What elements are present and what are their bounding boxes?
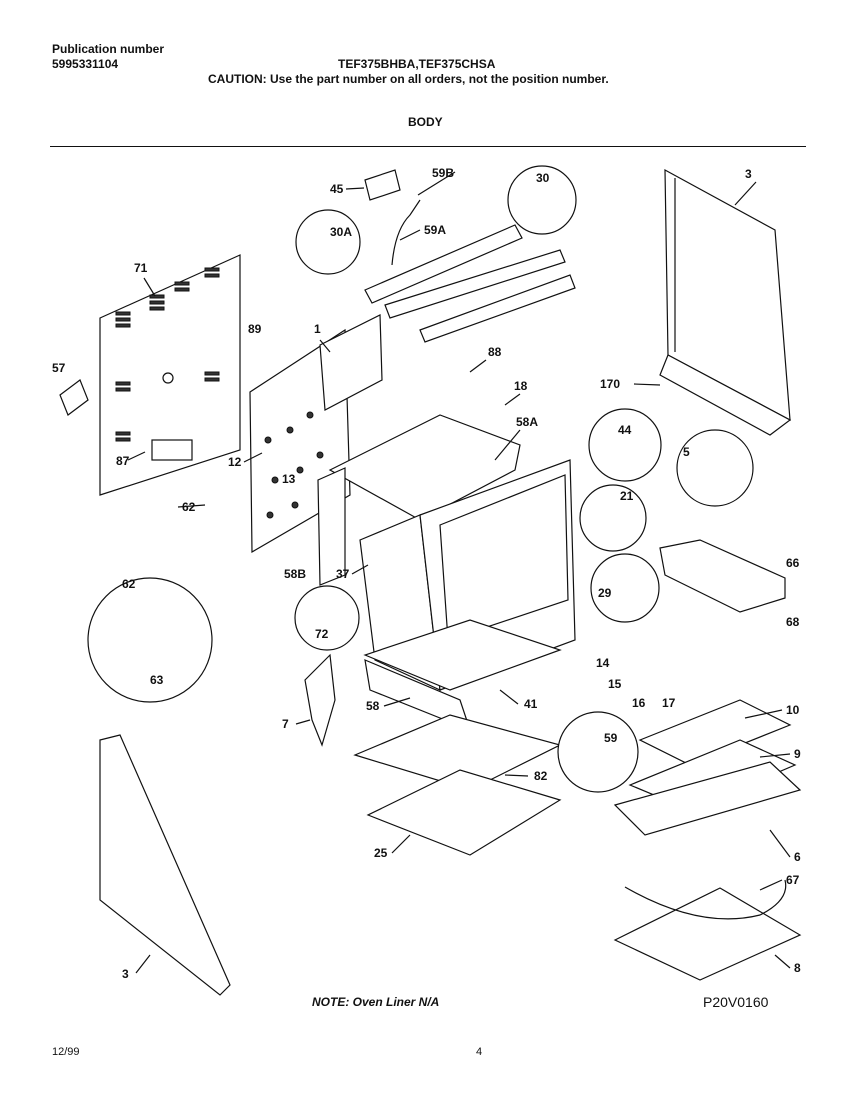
leader-lines bbox=[127, 171, 791, 974]
callout-170: 170 bbox=[600, 377, 620, 391]
publication-number: 5995331104 bbox=[52, 57, 119, 71]
caution-note: CAUTION: Use the part number on all orde… bbox=[208, 72, 609, 86]
callout-58a: 58A bbox=[516, 415, 538, 429]
oven-rack-drawing bbox=[613, 761, 802, 836]
rear-panel-drawing bbox=[99, 254, 241, 496]
model-numbers: TEF375BHBA,TEF375CHSA bbox=[338, 57, 496, 71]
control-panel-drawing bbox=[249, 314, 383, 554]
callout-1: 1 bbox=[314, 322, 321, 336]
page-number: 4 bbox=[476, 1046, 483, 1058]
side-panel-right-drawing bbox=[659, 168, 792, 436]
callout-67: 67 bbox=[786, 873, 800, 887]
detail-30-circle bbox=[507, 165, 577, 235]
detail-59-circle bbox=[557, 711, 639, 793]
publication-label: Publication number bbox=[52, 42, 165, 56]
section-title: BODY bbox=[408, 115, 443, 129]
callout-8: 8 bbox=[794, 961, 801, 975]
callout-44: 44 bbox=[618, 423, 632, 437]
callout-16: 16 bbox=[632, 696, 646, 710]
callout-59b-top: 59B bbox=[432, 166, 454, 180]
callout-88: 88 bbox=[488, 345, 502, 359]
detail-62-circle bbox=[87, 577, 213, 703]
callout-59: 59 bbox=[604, 731, 618, 745]
callout-5: 5 bbox=[683, 445, 690, 459]
callout-30a: 30A bbox=[330, 225, 352, 239]
broil-element-drawing bbox=[659, 539, 786, 613]
side-panel-left-drawing bbox=[99, 734, 231, 996]
callout-14: 14 bbox=[596, 656, 610, 670]
callout-87: 87 bbox=[116, 454, 130, 468]
callout-59a: 59A bbox=[424, 223, 446, 237]
footer-date: 12/99 bbox=[52, 1046, 80, 1058]
callout-45: 45 bbox=[330, 182, 344, 196]
callout-62-main: 62 bbox=[182, 500, 196, 514]
callout-57: 57 bbox=[52, 361, 66, 375]
oven-liner-note: NOTE: Oven Liner N/A bbox=[312, 995, 440, 1009]
callout-7: 7 bbox=[282, 717, 289, 731]
callout-12: 12 bbox=[228, 455, 242, 469]
top-brackets-drawing bbox=[364, 169, 576, 343]
callout-72: 72 bbox=[315, 627, 329, 641]
callout-25: 25 bbox=[374, 846, 388, 860]
callout-18: 18 bbox=[514, 379, 528, 393]
oven-cavity-drawing bbox=[317, 414, 576, 732]
callout-66: 66 bbox=[786, 556, 800, 570]
detail-72-circle bbox=[294, 585, 360, 651]
callout-58b: 58B bbox=[284, 567, 306, 581]
door-handle-drawing bbox=[304, 653, 336, 747]
callout-58: 58 bbox=[366, 699, 380, 713]
callout-30: 30 bbox=[536, 171, 550, 185]
callout-17: 17 bbox=[662, 696, 676, 710]
bracket-57-drawing bbox=[59, 379, 89, 416]
callout-62-detail: 62 bbox=[122, 577, 136, 591]
callout-41: 41 bbox=[524, 697, 538, 711]
callout-21: 21 bbox=[620, 489, 634, 503]
exploded-parts-diagram: 3 45 59B 30 30A 59A 71 89 1 88 57 18 58A… bbox=[52, 165, 802, 996]
callout-10: 10 bbox=[786, 703, 800, 717]
callout-6: 6 bbox=[794, 850, 801, 864]
bake-element-wire bbox=[624, 879, 787, 920]
callout-29: 29 bbox=[598, 586, 612, 600]
detail-30a-circle bbox=[295, 209, 361, 275]
callout-71: 71 bbox=[134, 261, 148, 275]
callout-15: 15 bbox=[608, 677, 622, 691]
detail-5-circle bbox=[676, 429, 754, 507]
header-rule bbox=[50, 146, 806, 147]
detail-21-circle bbox=[579, 484, 647, 552]
callout-3-top: 3 bbox=[745, 167, 752, 181]
panel-25-drawing bbox=[366, 769, 562, 856]
callout-37: 37 bbox=[336, 567, 350, 581]
callout-3-bottom: 3 bbox=[122, 967, 129, 981]
callout-89: 89 bbox=[248, 322, 262, 336]
detail-44-circle bbox=[588, 408, 662, 482]
diagram-code: P20V0160 bbox=[703, 994, 769, 1010]
callout-82: 82 bbox=[534, 769, 548, 783]
callout-63: 63 bbox=[150, 673, 164, 687]
callout-13: 13 bbox=[282, 472, 296, 486]
callout-9: 9 bbox=[794, 747, 801, 761]
callout-68: 68 bbox=[786, 615, 800, 629]
detail-29-circle bbox=[590, 553, 660, 623]
bake-element-drawing bbox=[613, 887, 802, 981]
